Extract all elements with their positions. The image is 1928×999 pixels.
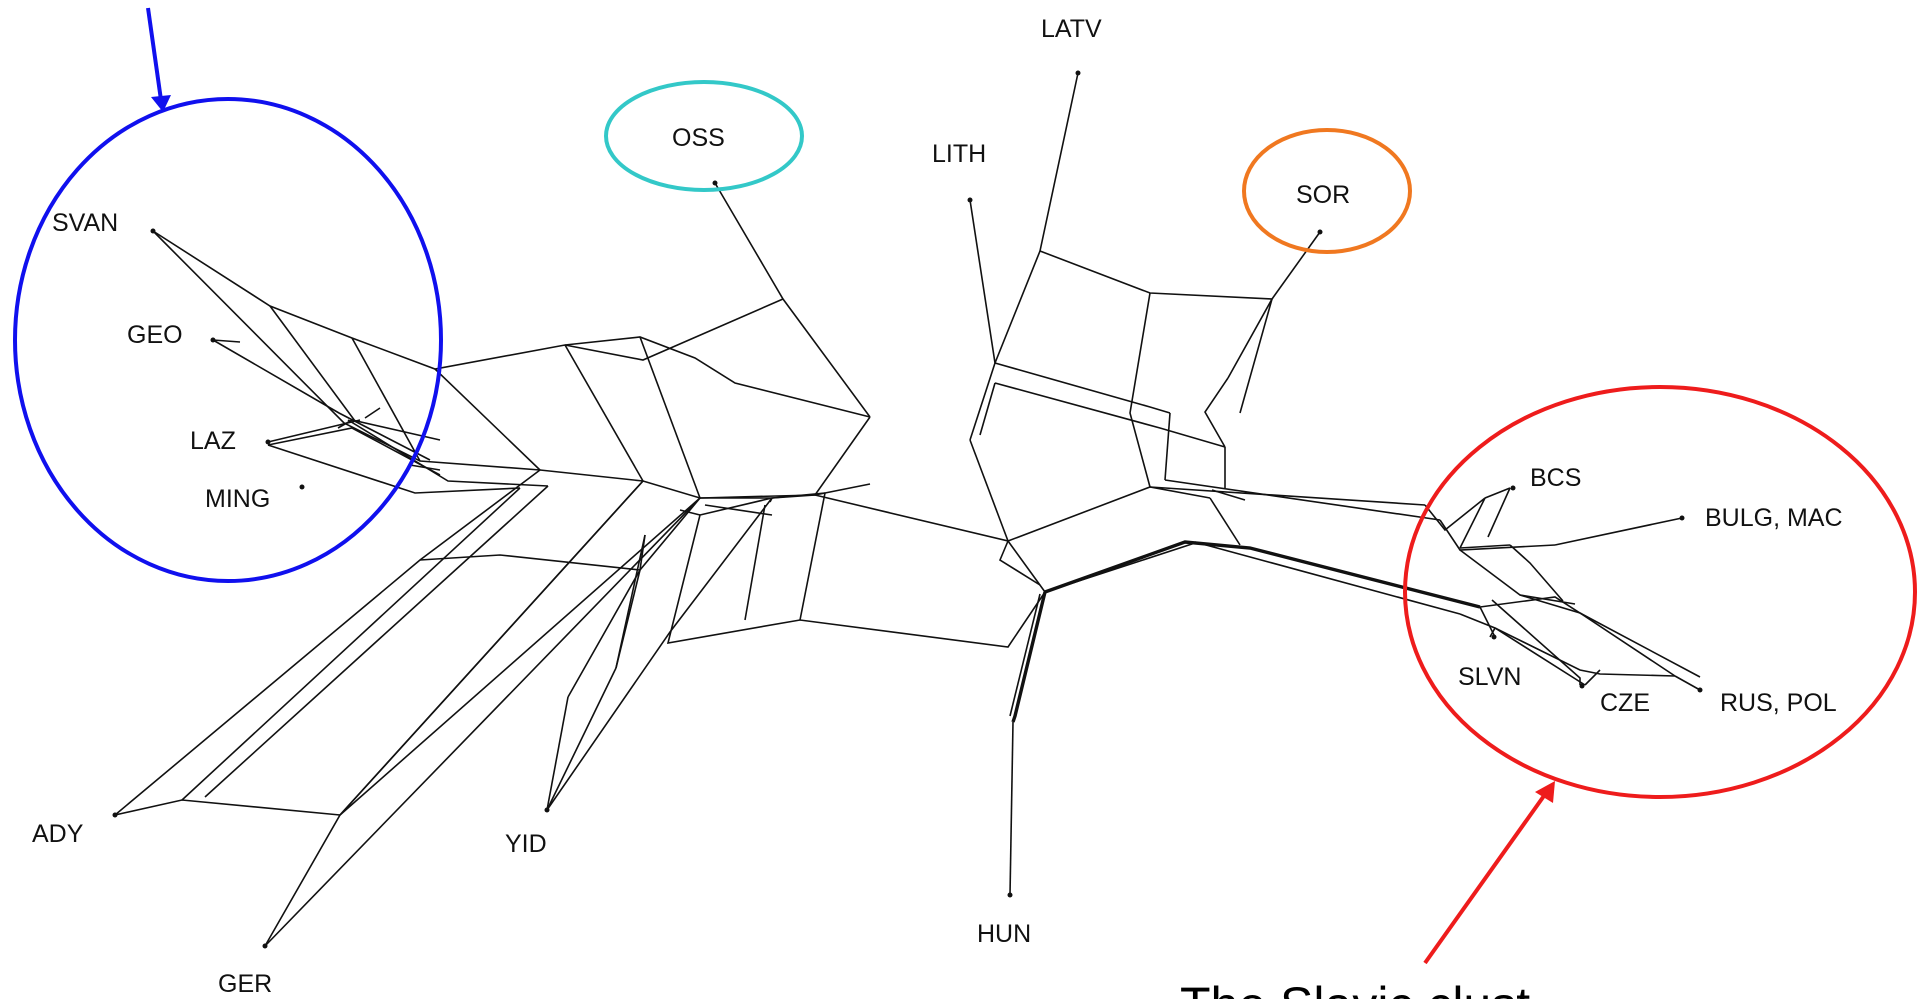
label-rus-pol: RUS, POL [1720, 689, 1837, 717]
node-svan [150, 228, 156, 234]
label-svan: SVAN [52, 209, 118, 237]
label-sor: SOR [1296, 181, 1350, 209]
node-yid [544, 807, 550, 813]
blue-arrow-icon [146, 7, 163, 101]
leaf-nodes [112, 70, 1703, 949]
kartvelian-cluster-ellipse [13, 97, 443, 583]
node-hun [1007, 892, 1013, 898]
node-slvn [1491, 634, 1497, 640]
slavic-cluster-ellipse [1403, 385, 1917, 799]
sor-ellipse [1242, 128, 1412, 254]
label-yid: YID [505, 830, 547, 858]
blue-arrowhead-icon [151, 95, 171, 112]
slavic-cluster-caption: The Slavic clust [1180, 977, 1530, 999]
label-hun: HUN [977, 920, 1031, 948]
node-bulg-mac [1679, 515, 1685, 521]
label-latv: LATV [1041, 15, 1102, 43]
label-slvn: SLVN [1458, 663, 1521, 691]
label-cze: CZE [1600, 689, 1650, 717]
label-ming: MING [205, 485, 270, 513]
label-laz: LAZ [190, 427, 236, 455]
network-edges [114, 72, 1701, 947]
annotation-arrows [146, 7, 1555, 965]
red-arrow-icon [1423, 791, 1548, 965]
node-ming [299, 484, 305, 490]
label-ger: GER [218, 970, 272, 998]
node-bcs [1510, 485, 1516, 491]
node-geo [210, 337, 216, 343]
label-lith: LITH [932, 140, 986, 168]
oss-ellipse [604, 80, 804, 192]
node-oss [712, 180, 718, 186]
label-ady: ADY [32, 820, 84, 848]
highlight-ellipses [13, 80, 1917, 799]
node-labels: SVAN GEO LAZ MING OSS LITH LATV SOR BCS … [32, 15, 1843, 998]
node-cze [1579, 683, 1585, 689]
node-laz [265, 439, 271, 445]
node-rus-pol [1697, 687, 1703, 693]
node-lith [967, 197, 973, 203]
label-geo: GEO [127, 321, 183, 349]
node-ger [262, 943, 268, 949]
node-sor [1317, 229, 1323, 235]
node-latv [1075, 70, 1081, 76]
label-oss: OSS [672, 124, 725, 152]
node-ady [112, 812, 118, 818]
label-bcs: BCS [1530, 464, 1581, 492]
red-arrowhead-icon [1535, 781, 1555, 803]
label-bulg-mac: BULG, MAC [1705, 504, 1843, 532]
